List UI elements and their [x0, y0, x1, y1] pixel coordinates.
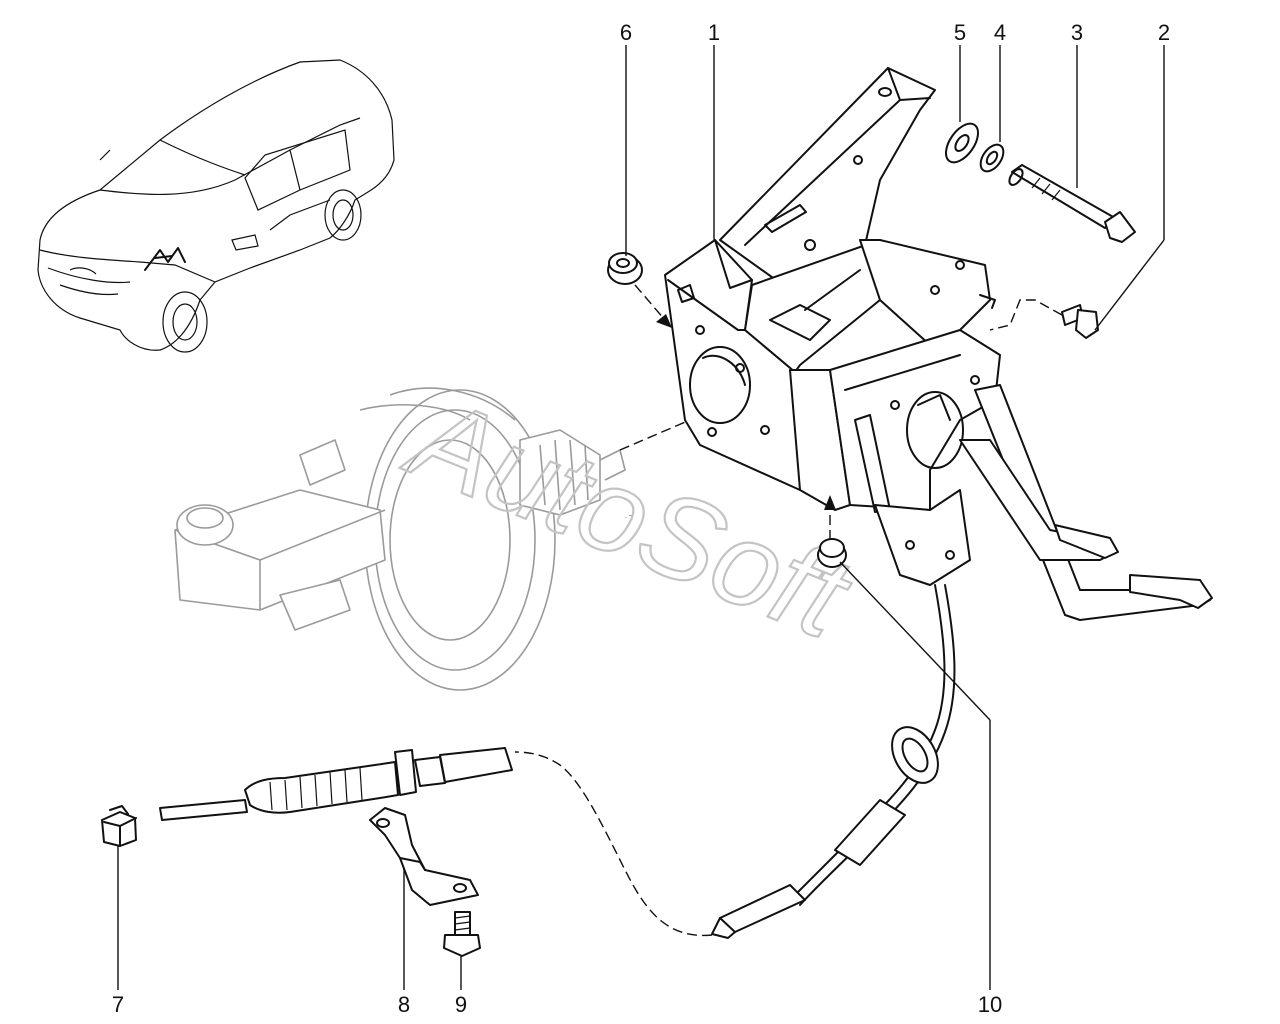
callout-8: 8 [398, 992, 410, 1017]
callout-6: 6 [620, 20, 632, 45]
bolt-part-3 [1008, 164, 1136, 243]
callout-labels: 6 1 5 4 3 2 7 8 9 10 [112, 20, 1170, 1017]
callout-7: 7 [112, 992, 124, 1017]
washer-part-5 [945, 122, 979, 164]
callout-2: 2 [1158, 20, 1170, 45]
brake-booster-ghost: . ~ [174, 387, 691, 691]
callout-1: 1 [708, 20, 720, 45]
callout-3: 3 [1071, 20, 1083, 45]
vehicle-locator-sketch [37, 59, 395, 353]
pedal-bracket-assembly [664, 67, 1213, 621]
bolt-part-9 [443, 911, 481, 957]
leader-lines [117, 45, 1165, 990]
assembly-arrows [634, 284, 836, 540]
svg-text:. ~: . ~ [625, 513, 633, 520]
spring-washer-part-4 [979, 143, 1005, 173]
clutch-cable [159, 584, 956, 939]
bolt-part-2 [989, 299, 1099, 339]
nut-part-10 [817, 538, 847, 568]
callout-10: 10 [978, 992, 1002, 1017]
callout-4: 4 [994, 20, 1006, 45]
callout-5: 5 [954, 20, 966, 45]
nut-part-6 [607, 252, 643, 285]
callout-9: 9 [455, 992, 467, 1017]
clip-part-7 [101, 805, 137, 847]
bracket-part-8 [369, 807, 479, 906]
